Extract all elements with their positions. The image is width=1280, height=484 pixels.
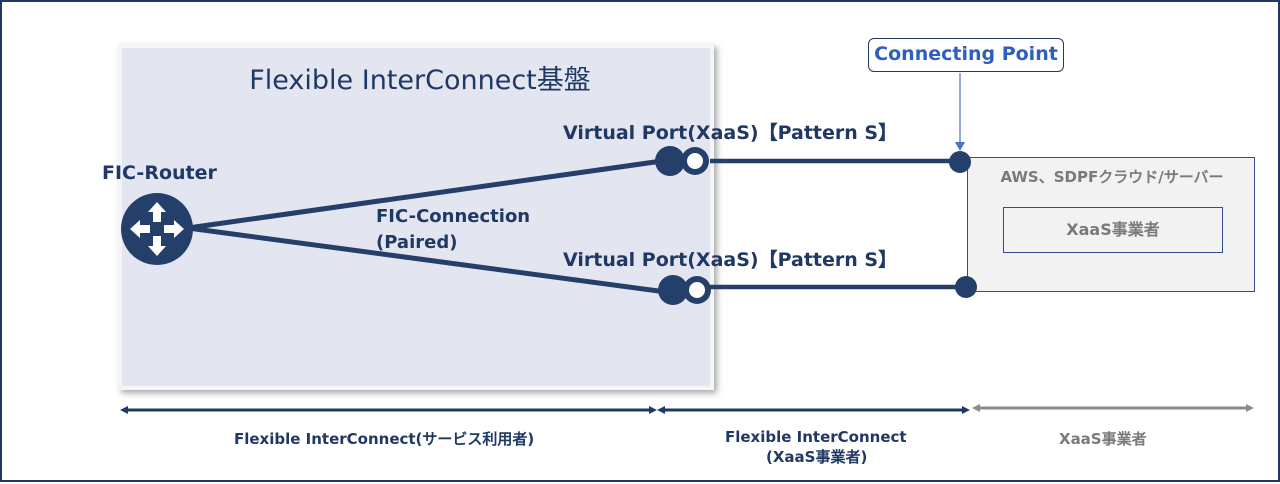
platform-title: Flexible InterConnect基盤: [249, 65, 591, 96]
range-label-user: Flexible InterConnect(サービス利用者): [234, 430, 535, 448]
virtual-port-icon-lower: [658, 275, 711, 305]
fic-connection-line-upper: [187, 158, 663, 231]
connecting-point-label: Connecting Point: [868, 38, 1064, 72]
virtual-port-icon-upper: [655, 146, 709, 176]
connecting-point-arrowhead: [955, 142, 965, 151]
range-label-xaas: XaaS事業者: [1059, 430, 1147, 448]
provider-box: AWS、SDPFクラウド/サーバー XaaS事業者: [967, 157, 1255, 292]
provider-title: AWS、SDPFクラウド/サーバー: [1000, 168, 1224, 186]
range-label-fic-line2: (XaaS事業者): [766, 448, 868, 466]
range-label-fic-line1: Flexible InterConnect: [725, 428, 907, 446]
virtual-port-label-upper: Virtual Port(XaaS)【Pattern S】: [563, 122, 898, 144]
fic-connection-line-lower: [187, 225, 667, 295]
router-label: FIC-Router: [102, 162, 217, 184]
connecting-point-dot-lower: [955, 276, 977, 298]
connecting-point-dot-upper: [949, 151, 971, 173]
xaas-provider-box: XaaS事業者: [1003, 207, 1223, 253]
router-icon: [121, 193, 193, 265]
virtual-port-label-lower: Virtual Port(XaaS)【Pattern S】: [563, 249, 898, 271]
connection-label-line2: (Paired): [376, 232, 458, 253]
fic-platform-panel: Flexible InterConnect基盤: [118, 44, 714, 390]
connection-label-line1: FIC-Connection: [376, 206, 531, 227]
